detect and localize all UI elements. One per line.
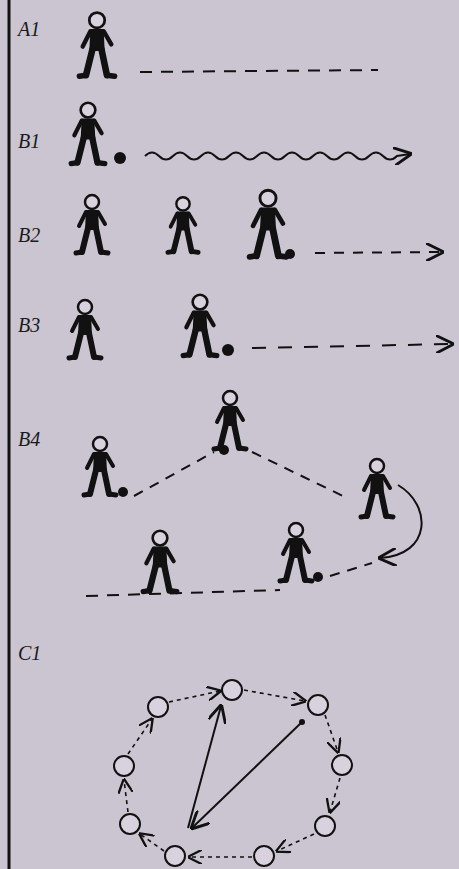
player-figure: [143, 531, 177, 592]
pass-arrow: [192, 722, 302, 828]
dribble-line: [145, 153, 410, 160]
player-figure: [361, 459, 393, 517]
ball: [285, 249, 295, 259]
page-border: [8, 0, 11, 869]
ball: [114, 152, 126, 164]
pass-line: [252, 452, 345, 497]
pass-line: [252, 344, 452, 348]
section-label: B1: [18, 130, 40, 153]
ball: [118, 487, 128, 497]
run-arrow: [380, 485, 422, 558]
section-label: B3: [18, 314, 40, 337]
player-figure: [214, 391, 246, 449]
player-figure: [76, 195, 108, 253]
section-label: B2: [18, 224, 40, 247]
section-label: C1: [18, 642, 41, 665]
section-label: A1: [18, 18, 40, 41]
cone-circle: [114, 680, 352, 866]
player-figure: [71, 103, 105, 164]
pass-line: [330, 563, 372, 576]
player-figure: [84, 437, 116, 495]
run-line: [140, 70, 378, 72]
player-figure: [250, 190, 287, 257]
player-figure: [168, 197, 198, 252]
pass-arrow: [188, 706, 221, 828]
player-figure: [69, 300, 101, 358]
run-line: [86, 590, 280, 596]
section-label: B4: [18, 428, 40, 451]
ball: [222, 344, 234, 356]
rotation-arrow: [124, 690, 340, 857]
ball: [219, 445, 229, 455]
ball: [313, 572, 323, 582]
pass-line: [315, 252, 442, 253]
player-figure: [79, 12, 114, 76]
player-figure: [280, 523, 312, 581]
pass-line: [134, 452, 214, 496]
player-figure: [183, 295, 217, 356]
